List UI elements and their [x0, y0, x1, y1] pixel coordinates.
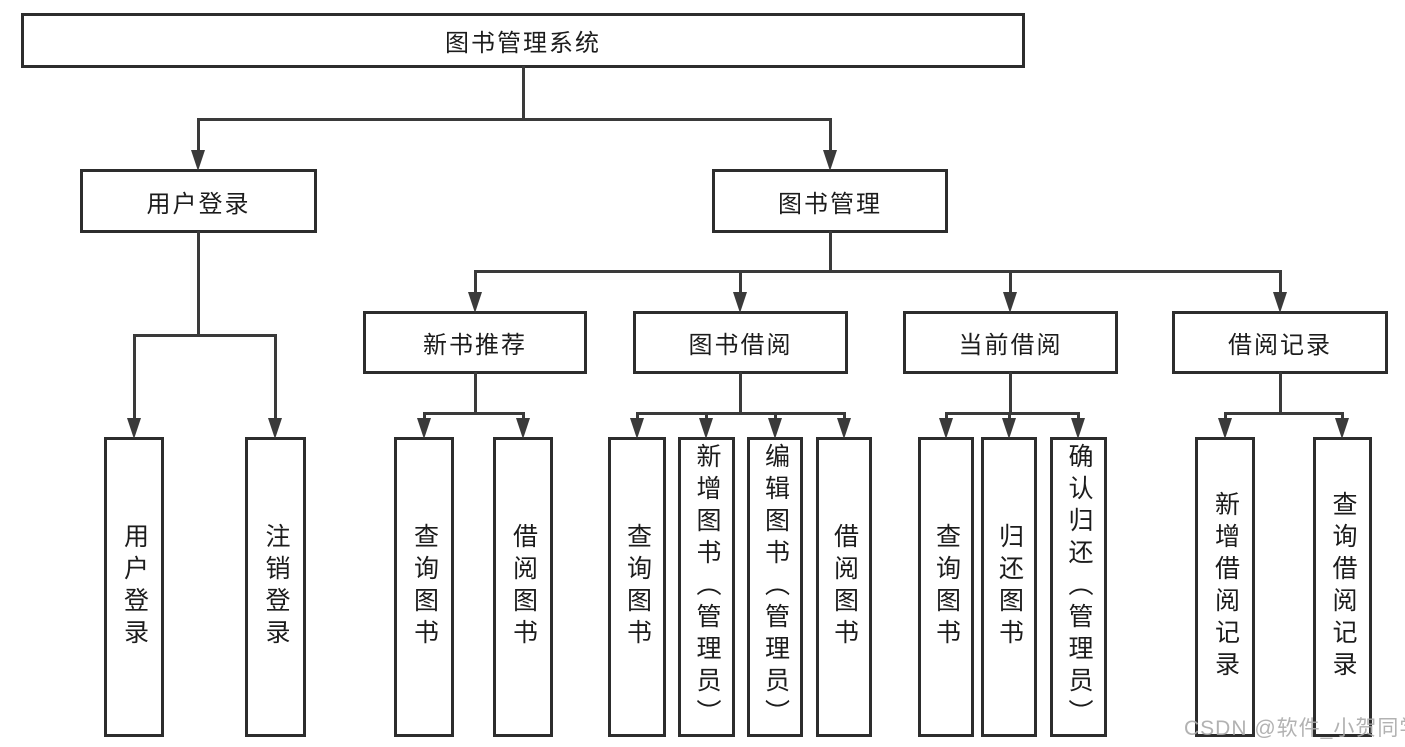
connector-arrowhead-icon — [767, 418, 782, 439]
node-label-leaf-cur-confirm: 确认归还（管理员） — [1065, 443, 1093, 731]
node-mgmt: 图书管理 — [712, 169, 948, 233]
connector-line — [197, 119, 200, 152]
connector-line — [521, 413, 525, 420]
node-leaf-logout: 注销登录 — [245, 437, 306, 737]
connector-line — [739, 271, 742, 294]
node-history: 借阅记录 — [1172, 311, 1388, 374]
connector-arrowhead-icon — [1217, 418, 1232, 439]
connector-line — [773, 413, 777, 420]
connector-line — [197, 117, 832, 121]
connector-line — [473, 269, 1282, 273]
connector-arrowhead-icon — [416, 418, 431, 439]
node-leaf-his-add: 新增借阅记录 — [1195, 437, 1255, 737]
connector-line — [197, 231, 200, 337]
connector-arrowhead-icon — [836, 418, 851, 439]
connector-line — [422, 411, 525, 415]
node-label-recommend: 新书推荐 — [423, 332, 527, 359]
connector-line — [944, 411, 1080, 415]
watermark: CSDN @软件_小贺同学 — [1184, 717, 1405, 740]
connector-line — [944, 413, 948, 420]
node-leaf-cur-query: 查询图书 — [918, 437, 974, 737]
node-leaf-bor-add: 新增图书（管理员） — [678, 437, 735, 737]
connector-line — [1077, 413, 1080, 420]
node-label-leaf-user-login: 用户登录 — [120, 523, 149, 651]
connector-line — [1009, 372, 1012, 415]
connector-line — [132, 333, 277, 337]
node-label-leaf-bor-borrow: 借阅图书 — [830, 523, 859, 651]
node-label-root: 图书管理系统 — [445, 30, 601, 57]
connector-line — [635, 413, 639, 420]
node-label-leaf-bor-edit: 编辑图书（管理员） — [761, 443, 790, 731]
node-label-leaf-his-query: 查询借阅记录 — [1329, 491, 1357, 683]
node-root: 图书管理系统 — [21, 13, 1025, 68]
connector-arrowhead-icon — [268, 418, 282, 439]
connector-line — [1009, 271, 1012, 294]
node-leaf-his-query: 查询借阅记录 — [1313, 437, 1372, 737]
node-borrow: 图书借阅 — [633, 311, 848, 374]
connector-line — [635, 411, 846, 415]
connector-arrowhead-icon — [629, 418, 644, 439]
node-label-current: 当前借阅 — [958, 332, 1063, 359]
node-login: 用户登录 — [80, 169, 317, 233]
connector-arrowhead-icon — [699, 418, 713, 439]
connector-arrowhead-icon — [467, 292, 482, 313]
connector-line — [473, 372, 477, 415]
connector-line — [828, 231, 832, 273]
node-recommend: 新书推荐 — [363, 311, 587, 374]
node-current: 当前借阅 — [903, 311, 1118, 374]
node-leaf-bor-borrow: 借阅图书 — [816, 437, 872, 737]
node-label-leaf-logout: 注销登录 — [262, 523, 290, 651]
connector-line — [705, 413, 708, 420]
node-label-history: 借阅记录 — [1228, 332, 1332, 359]
connector-line — [1223, 413, 1227, 420]
node-leaf-user-login: 用户登录 — [104, 437, 164, 737]
connector-line — [739, 372, 742, 415]
connector-arrowhead-icon — [733, 292, 747, 313]
connector-line — [473, 271, 477, 294]
connector-arrowhead-icon — [1335, 418, 1349, 439]
node-leaf-rec-borrow: 借阅图书 — [493, 437, 553, 737]
node-label-leaf-bor-query: 查询图书 — [623, 523, 652, 651]
node-label-login: 用户登录 — [146, 190, 251, 218]
connector-arrowhead-icon — [938, 418, 953, 439]
connector-line — [521, 66, 525, 121]
connector-arrowhead-icon — [1003, 292, 1017, 313]
node-label-mgmt: 图书管理 — [778, 190, 882, 218]
node-leaf-bor-edit: 编辑图书（管理员） — [747, 437, 803, 737]
connector-arrowhead-icon — [126, 418, 141, 439]
node-leaf-cur-confirm: 确认归还（管理员） — [1050, 437, 1107, 737]
connector-line — [828, 119, 832, 152]
node-label-leaf-rec-query: 查询图书 — [410, 523, 439, 651]
connector-line — [1007, 413, 1011, 420]
node-leaf-bor-query: 查询图书 — [608, 437, 666, 737]
connector-line — [274, 335, 277, 420]
connector-arrowhead-icon — [191, 150, 205, 171]
connector-line — [1278, 372, 1282, 415]
connector-line — [1278, 271, 1282, 294]
connector-line — [1223, 411, 1344, 415]
connector-line — [1341, 413, 1344, 420]
connector-arrowhead-icon — [515, 418, 530, 439]
connector-arrowhead-icon — [1001, 418, 1016, 439]
connector-arrowhead-icon — [1071, 418, 1085, 439]
node-label-leaf-cur-return: 归还图书 — [995, 523, 1024, 651]
node-label-leaf-bor-add: 新增图书（管理员） — [693, 443, 721, 731]
node-leaf-rec-query: 查询图书 — [394, 437, 454, 737]
connector-line — [422, 413, 426, 420]
node-label-leaf-his-add: 新增借阅记录 — [1211, 491, 1240, 683]
connector-arrowhead-icon — [1272, 292, 1287, 313]
connector-line — [132, 335, 136, 420]
node-label-leaf-cur-query: 查询图书 — [932, 523, 961, 651]
node-label-borrow: 图书借阅 — [688, 332, 793, 359]
node-label-leaf-rec-borrow: 借阅图书 — [509, 523, 538, 651]
node-leaf-cur-return: 归还图书 — [981, 437, 1037, 737]
connector-line — [842, 413, 846, 420]
connector-arrowhead-icon — [822, 150, 837, 171]
